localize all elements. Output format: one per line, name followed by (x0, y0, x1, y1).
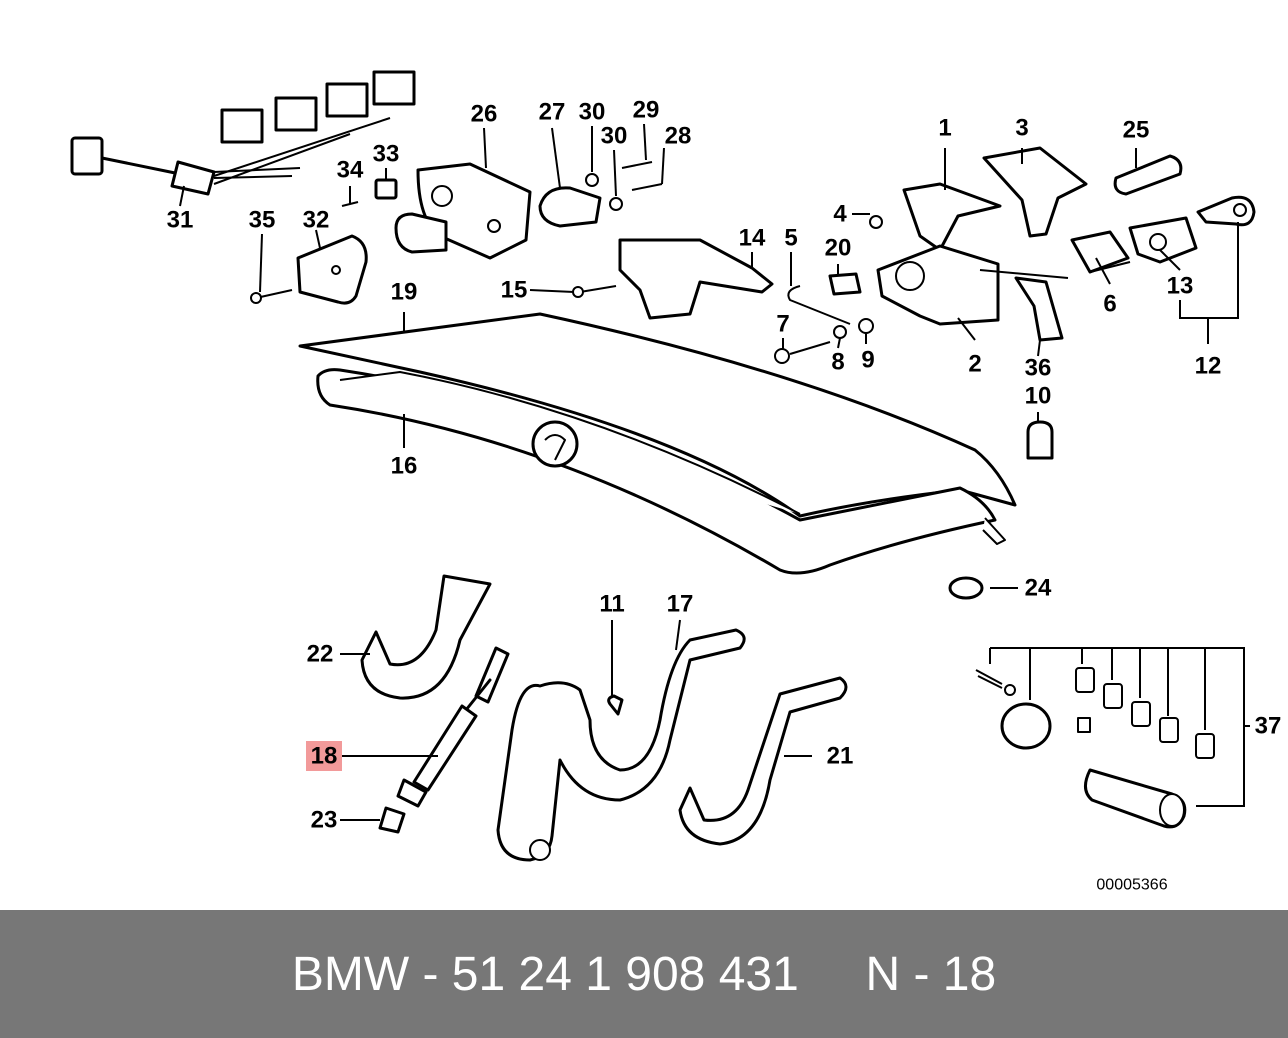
callout-12: 12 (1195, 353, 1222, 380)
callout-30-upper: 30 (579, 99, 606, 126)
callout-32: 32 (303, 207, 330, 234)
part-number-text: BMW - 51 24 1 908 431 N - 18 (291, 947, 997, 1001)
document-number: 00005366 (1096, 877, 1167, 894)
cover-and-screws-drawing (250, 178, 398, 305)
wiring-harness-drawing (70, 70, 416, 196)
latch-drawing (869, 146, 1088, 460)
callout-36: 36 (1025, 355, 1052, 382)
callout-11: 11 (599, 591, 624, 618)
parts-diagram: 1 2 3 4 5 6 7 8 9 10 11 12 13 14 15 16 1… (70, 70, 1282, 894)
callout-17: 17 (667, 591, 694, 618)
callout-24: 24 (1025, 575, 1052, 602)
callout-10: 10 (1025, 383, 1052, 410)
callout-31: 31 (167, 207, 194, 234)
callout-33: 33 (373, 141, 400, 168)
hinge-drawing (496, 628, 848, 862)
callout-16: 16 (391, 453, 418, 480)
callout-15: 15 (501, 277, 528, 304)
callout-35: 35 (249, 207, 276, 234)
lock-cylinder-drawing (979, 154, 1256, 279)
callout-34: 34 (337, 157, 364, 184)
callout-23: 23 (311, 807, 338, 834)
callout-20: 20 (825, 235, 852, 262)
callout-labels: 1 2 3 4 5 6 7 8 9 10 11 12 13 14 15 16 1… (167, 97, 1282, 894)
callout-5: 5 (784, 225, 797, 252)
callout-25: 25 (1123, 117, 1150, 144)
lock-set-drawing (975, 647, 1245, 829)
callout-6: 6 (1103, 291, 1116, 318)
callout-37: 37 (1255, 713, 1282, 740)
callout-9: 9 (861, 347, 874, 374)
callout-18: 18 (311, 743, 338, 770)
callout-26: 26 (471, 101, 498, 128)
callout-30-lower: 30 (601, 123, 628, 150)
callout-2: 2 (968, 351, 981, 378)
part-number-footer: BMW - 51 24 1 908 431 N - 18 (0, 910, 1288, 1038)
callout-21: 21 (827, 743, 854, 770)
callout-29: 29 (633, 97, 660, 124)
callout-28: 28 (665, 123, 692, 150)
callout-8: 8 (831, 349, 844, 376)
grommet-drawing (948, 576, 984, 600)
callout-22: 22 (307, 641, 334, 668)
callout-7: 7 (776, 311, 789, 338)
leader-lines (179, 123, 1250, 821)
lock-actuator-drawing (394, 161, 663, 260)
callout-4: 4 (833, 201, 847, 228)
callout-27: 27 (539, 99, 566, 126)
callout-14: 14 (739, 225, 766, 252)
gas-strut-drawing (360, 574, 510, 834)
highlight-box-18 (306, 741, 342, 771)
callout-13: 13 (1167, 273, 1194, 300)
callout-3: 3 (1015, 115, 1028, 142)
trunk-lid-drawing (298, 312, 1017, 575)
callout-19: 19 (391, 279, 418, 306)
callout-1: 1 (938, 115, 951, 142)
